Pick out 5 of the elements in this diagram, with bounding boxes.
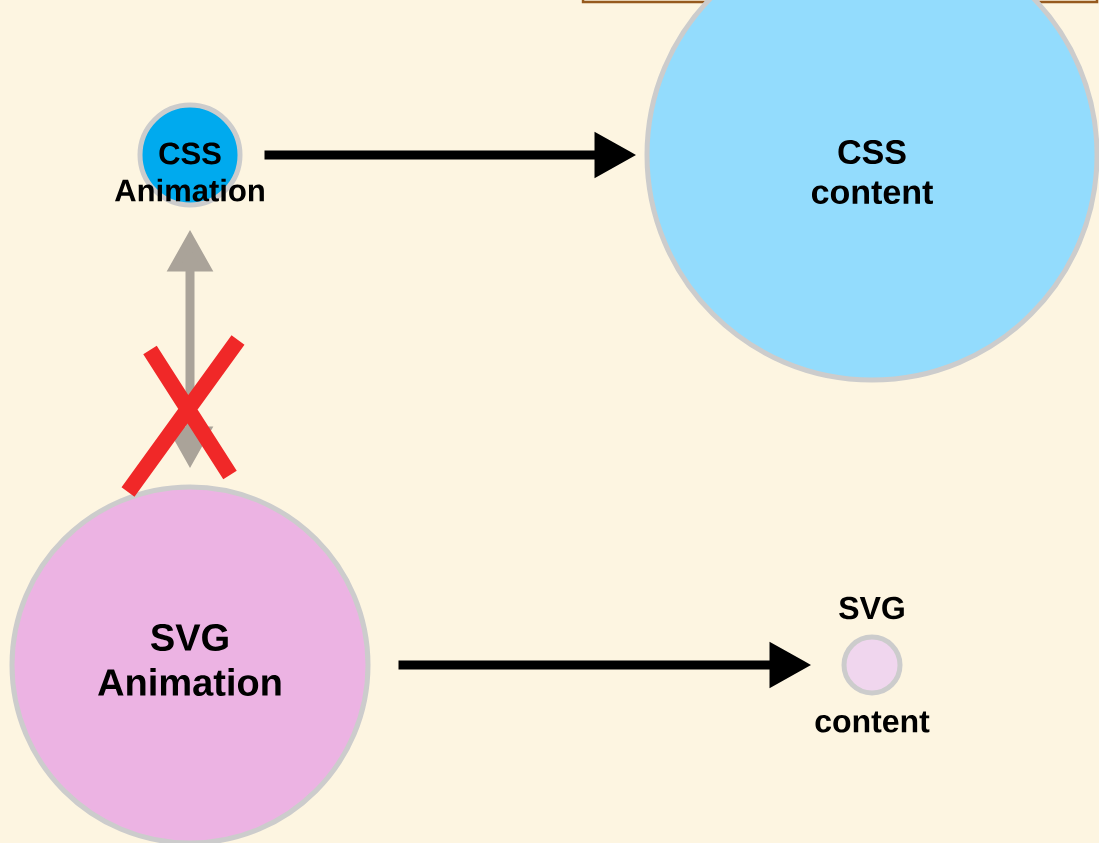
circle-node: SVG Animation	[9, 484, 371, 843]
node-label: content	[815, 711, 930, 733]
node-label: SVG	[839, 596, 904, 620]
circle-node: SVG content	[815, 596, 930, 733]
circle-node: CSS content	[644, 0, 1099, 383]
